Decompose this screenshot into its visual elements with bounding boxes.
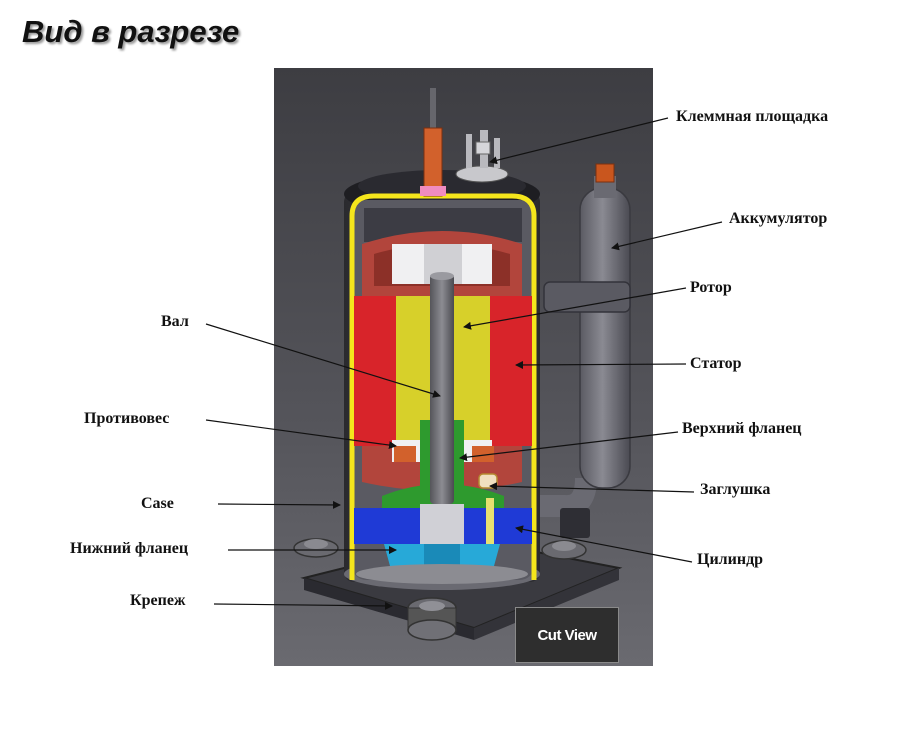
label-plug: Заглушка [700, 481, 771, 498]
label-accumulator: Аккумулятор [729, 210, 828, 227]
compressor-cutaway-image [274, 68, 653, 666]
label-terminal: Клеммная площадка [676, 108, 829, 125]
label-shaft: Вал [161, 313, 189, 330]
label-rotor: Ротор [690, 279, 732, 296]
label-stator: Статор [690, 355, 742, 372]
label-counterweight: Противовес [84, 410, 170, 427]
label-mount: Крепеж [130, 592, 186, 609]
page-title: Вид в разрезе [22, 14, 240, 49]
label-upper-flange: Верхний фланец [682, 420, 802, 437]
label-case: Case [141, 495, 174, 512]
cut-view-badge: Cut View [515, 607, 619, 663]
label-lower-flange: Нижний фланец [70, 540, 189, 557]
label-cylinder: Цилиндр [697, 551, 764, 568]
